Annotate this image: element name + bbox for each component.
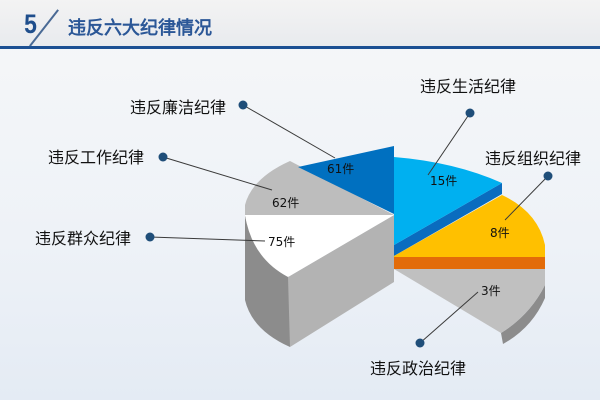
callout-line [419,291,479,344]
callout-dot [238,100,248,110]
callout-dot [465,108,475,118]
callout-dot [145,232,155,242]
callout-dot [415,338,425,348]
slice-75 [245,215,394,277]
category-label: 违反工作纪律 [48,148,144,167]
slice-3-side [501,285,545,344]
category-label: 违反生活纪律 [420,77,516,96]
value-label: 8件 [490,226,510,240]
callout-line [149,236,266,242]
slice-15-side [394,183,502,256]
callout-dot [158,152,168,162]
category-label: 违反政治纪律 [370,359,466,378]
slice-15 [394,157,502,245]
category-label: 违反群众纪律 [35,229,131,248]
callout-line [162,156,273,191]
value-label: 3件 [481,284,501,298]
page-title: 违反六大纪律情况 [68,18,212,39]
header-bar: 5 违反六大纪律情况 [0,0,600,49]
slice-side-front [288,215,394,347]
header-rule [0,46,600,49]
category-label: 违反廉洁纪律 [130,98,226,117]
value-label: 62件 [272,196,299,210]
slice-61 [298,146,394,214]
category-label: 违反组织纪律 [485,149,581,168]
callout-line [504,175,549,221]
callout-dot [543,171,553,181]
slice-8 [394,195,545,257]
value-label: 75件 [268,235,295,249]
value-label: 15件 [430,174,457,188]
section-number: 5 [24,9,37,39]
slice-side-left [245,215,290,347]
value-label: 61件 [327,162,354,176]
callout-line [242,104,336,159]
callout-line [427,112,471,176]
slice-8-side [394,257,545,269]
slice-3 [394,269,545,333]
slice-62 [245,161,394,215]
